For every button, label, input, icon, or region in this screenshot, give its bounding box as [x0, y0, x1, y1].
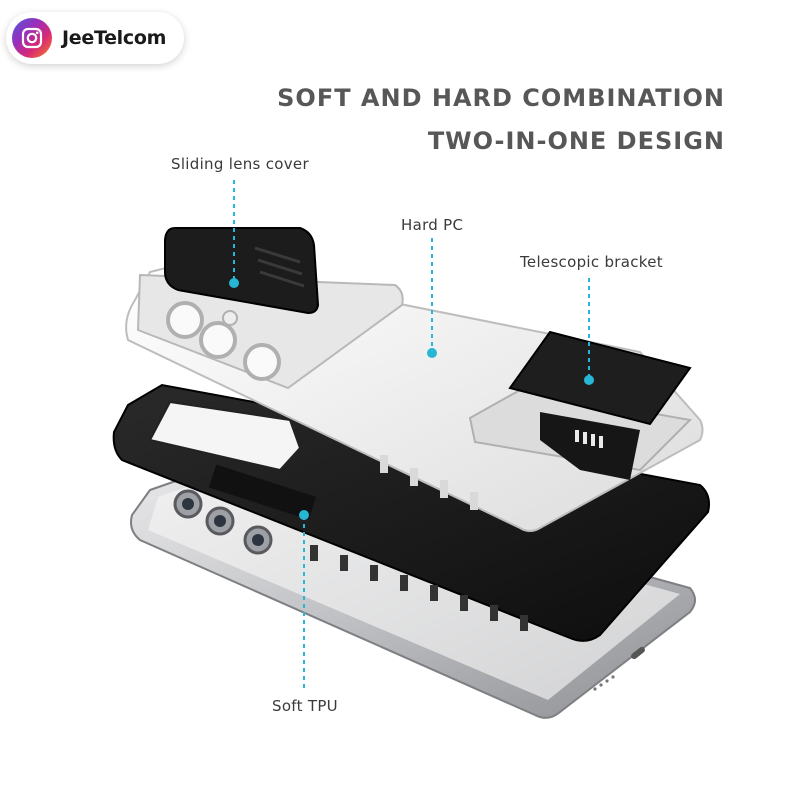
label-sliding-lens-cover: Sliding lens cover	[171, 155, 309, 173]
headline-line-1: SOFT AND HARD COMBINATION	[277, 84, 725, 112]
phone-body	[130, 460, 696, 719]
lens-cover-dot	[229, 278, 239, 288]
brand-name: JeeTelcom	[62, 27, 167, 49]
soft-tpu-dot	[299, 510, 309, 520]
headline-line-2: TWO-IN-ONE DESIGN	[427, 127, 725, 155]
label-telescopic-bracket: Telescopic bracket	[520, 253, 663, 271]
label-soft-tpu: Soft TPU	[272, 697, 338, 715]
label-hard-pc: Hard PC	[401, 216, 464, 234]
instagram-icon	[12, 18, 52, 58]
hard-pc-dot	[427, 348, 437, 358]
brand-badge[interactable]: JeeTelcom	[6, 12, 184, 64]
bracket-dot	[584, 375, 594, 385]
hard-pc-shell	[125, 227, 704, 532]
soft-tpu-frame	[112, 383, 710, 642]
